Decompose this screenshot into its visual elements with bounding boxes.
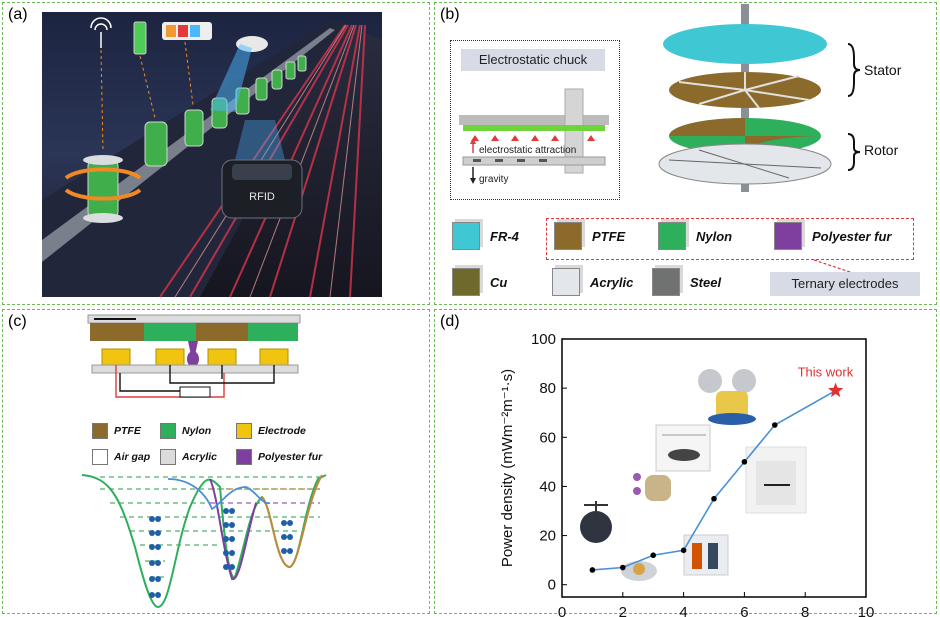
material-legend-item: Acrylic [552,268,633,296]
x-tick-label: 6 [740,604,748,617]
chuck-inset: Electrostatic chuck electrostatic attrac… [450,40,620,200]
rfid-label: RFID [249,191,275,203]
panel-c-legend-item: PTFE [92,423,141,439]
data-point [680,547,687,554]
material-swatch [552,268,580,296]
electrostatic-attraction-label: electrostatic attraction [479,145,576,156]
material-legend-item: PTFE [554,222,625,250]
material-swatch [554,222,582,250]
panel-c-frame [2,309,430,614]
panel-b-frame [434,2,937,305]
chuck-diagram: electrostatic attraction gravity [459,88,609,185]
legend-swatch [92,449,108,465]
legend-label: Electrode [258,425,306,437]
gravity-label: gravity [479,174,508,185]
y-tick-label: 0 [548,577,556,594]
wifi-antenna-icon [90,17,112,48]
panel-b-label: (b) [440,6,460,23]
y-tick-label: 20 [539,528,556,545]
this-work-star-marker [828,382,844,398]
chuck-title: Electrostatic chuck [461,49,605,71]
material-swatch [652,268,680,296]
material-legend-item: Steel [652,268,721,296]
led-strip-icon [162,22,212,40]
material-legend-item: Polyester fur [774,222,891,250]
device-photo-insets [580,369,807,581]
material-legend-item: Cu [452,268,507,296]
data-point [741,459,748,465]
data-point [772,422,778,428]
material-name: Nylon [696,228,733,244]
stator-rotor-brackets [847,43,861,171]
y-tick-label: 100 [531,331,556,348]
legend-label: Air gap [114,451,151,463]
ternary-box [546,218,914,260]
stator-label: Stator [864,62,902,78]
legend-label: PTFE [114,425,141,437]
x-tick-label: 8 [801,604,809,617]
y-tick-label: 60 [539,429,556,446]
material-swatch [452,268,480,296]
panel-c-legend-item: Air gap [92,449,150,465]
legend-swatch [236,423,252,439]
x-tick-label: 4 [679,604,687,617]
material-legend-item: Nylon [658,222,732,250]
panel-a: (a) [0,0,432,307]
ternary-connector [813,259,851,273]
x-tick-label: 2 [619,604,627,617]
legend-swatch [160,423,176,439]
legend-swatch [236,449,252,465]
data-point [650,552,656,559]
data-point [620,564,626,571]
y-tick-label: 80 [539,380,556,397]
legend-label: Polyester fur [258,451,323,463]
material-name: PTFE [592,228,626,244]
legend-swatch [160,449,176,465]
turbine-row [87,55,307,219]
material-legend-item: FR-4 [452,222,519,250]
panel-d-label: (d) [440,313,460,330]
plot-frame [561,338,867,598]
electrode-structure-diagram [87,314,301,398]
material-name: Acrylic [590,274,634,290]
material-name: Cu [490,274,508,290]
material-swatch [774,222,802,250]
battery-icon [133,21,147,55]
panel-a-label: (a) [8,6,28,23]
material-swatch [658,222,686,250]
panel-c-legend-item: Electrode [236,423,306,439]
panel-c-legend-item: Acrylic [160,449,217,465]
rotor-label: Rotor [864,142,899,158]
y-axis-label: Power density (mWm⁻²m⁻¹·s) [499,369,516,567]
highway-scene-illustration: RFID [42,12,382,298]
panel-a-frame [2,2,430,305]
x-tick-label: 10 [858,604,875,617]
potential-well-diagram [81,474,327,609]
legend-swatch [92,423,108,439]
material-name: Polyester fur [812,228,892,244]
ternary-electrodes-label: Ternary electrodes [770,272,920,296]
data-point [711,495,717,502]
panel-c-label: (c) [8,313,27,330]
legend-label: Nylon [182,425,212,437]
material-name: Steel [690,274,722,290]
panel-c-legend-item: Polyester fur [236,449,322,465]
material-swatch [452,222,480,250]
disc-stack-illustration [658,4,832,192]
x-tick-label: 0 [558,604,566,617]
material-name: FR-4 [490,228,519,244]
data-point [589,567,596,573]
panel-c-legend-item: Nylon [160,423,211,439]
y-tick-label: 40 [539,478,556,495]
series-line [592,389,836,571]
legend-label: Acrylic [182,451,218,463]
panel-b: (b) Electrostatic chuck electrostatic at… [434,0,939,307]
panel-d-frame [434,309,937,614]
this-work-annotation: This work [798,365,854,380]
